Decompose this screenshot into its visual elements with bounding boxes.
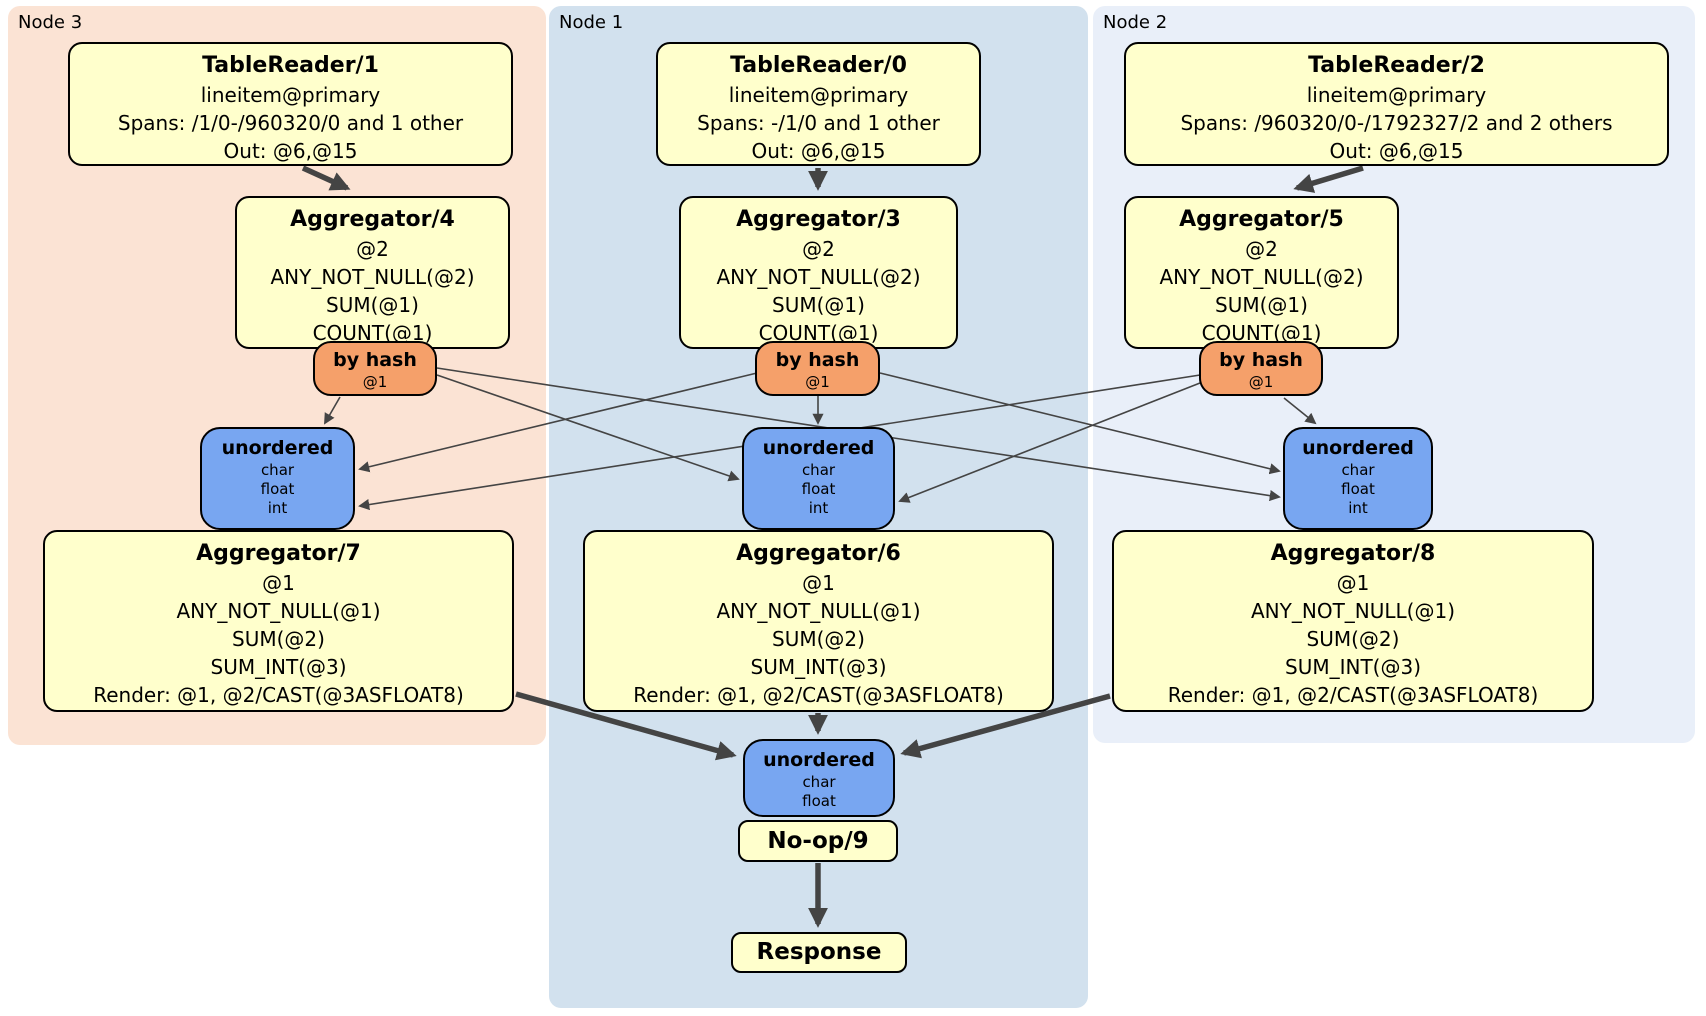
unordered-sync-node3: unordered char float int [200, 427, 355, 530]
sync-line: char [260, 461, 295, 479]
box-line: Out: @6,@15 [223, 139, 358, 163]
sync-line: char [802, 773, 836, 791]
box-line: SUM(@1) [326, 293, 419, 317]
box-line: SUM(@2) [232, 627, 325, 651]
edge-r3-s1 [436, 374, 740, 482]
sync-line: int [808, 499, 829, 517]
router-title: by hash [333, 349, 417, 371]
box-line: Render: @1, @2/CAST(@3ASFLOAT8) [633, 683, 1004, 707]
sync-title: unordered [763, 749, 875, 771]
sync-line: char [801, 461, 836, 479]
box-line: @2 [1245, 237, 1278, 261]
sync-line: float [801, 480, 836, 498]
hash-router-node3: by hash @1 [313, 341, 437, 396]
box-title: Aggregator/6 [736, 541, 901, 566]
aggregator-6-node: Aggregator/6 @1 ANY_NOT_NULL(@1) SUM(@2)… [583, 530, 1054, 712]
box-line: SUM_INT(@3) [210, 655, 347, 679]
box-line: Spans: /960320/0-/1792327/2 and 2 others [1180, 111, 1613, 135]
box-line: @2 [802, 237, 835, 261]
box-line: ANY_NOT_NULL(@2) [1159, 265, 1364, 289]
sync-line: float [260, 480, 295, 498]
sync-title: unordered [1302, 437, 1414, 459]
edge-r1-s2 [879, 372, 1281, 475]
box-line: Out: @6,@15 [1329, 139, 1464, 163]
edge-agg8-sync [900, 693, 1111, 759]
noop-node: No-op/9 [738, 820, 898, 862]
sync-title: unordered [762, 437, 875, 459]
edge-tr2-agg5 [1293, 165, 1364, 193]
router-line: @1 [805, 373, 830, 391]
node1-panel-label: Node 1 [559, 12, 624, 33]
box-title: TableReader/2 [1308, 53, 1485, 78]
box-line: ANY_NOT_NULL(@2) [270, 265, 475, 289]
aggregator-4-node: Aggregator/4 @2 ANY_NOT_NULL(@2) SUM(@1)… [235, 196, 510, 349]
sync-line: float [802, 792, 836, 810]
box-line: SUM(@2) [1306, 627, 1400, 651]
sync-title: unordered [221, 437, 334, 459]
router-line: @1 [1248, 373, 1274, 391]
hash-router-node2: by hash @1 [1199, 341, 1323, 396]
box-line: lineitem@primary [200, 83, 381, 107]
box-line: ANY_NOT_NULL(@1) [176, 599, 381, 623]
box-line: Out: @6,@15 [751, 139, 886, 163]
node2-panel-label: Node 2 [1103, 12, 1168, 33]
aggregator-5-node: Aggregator/5 @2 ANY_NOT_NULL(@2) SUM(@1)… [1124, 196, 1399, 349]
box-title: Aggregator/3 [736, 207, 901, 232]
router-line: @1 [362, 373, 388, 391]
sync-line: char [1341, 461, 1375, 479]
edge-r2-s2 [1283, 397, 1317, 425]
box-line: @2 [356, 237, 389, 261]
box-line: lineitem@primary [728, 83, 909, 107]
box-line: SUM(@2) [772, 627, 865, 651]
box-title: Aggregator/7 [196, 541, 361, 566]
box-line: Spans: -/1/0 and 1 other [697, 111, 940, 135]
box-title: Aggregator/5 [1179, 207, 1344, 232]
edge-r2-s1 [898, 382, 1201, 503]
unordered-sync-node2: unordered char float int [1283, 427, 1433, 530]
sync-line: int [267, 499, 288, 517]
edge-r1-s3 [358, 372, 758, 473]
box-line: @1 [262, 571, 295, 595]
box-line: ANY_NOT_NULL(@1) [1251, 599, 1455, 623]
tablereader-2-node: TableReader/2 lineitem@primary Spans: /9… [1124, 42, 1669, 166]
box-line: SUM_INT(@3) [750, 655, 887, 679]
box-line: SUM(@1) [1215, 293, 1308, 317]
box-line: @1 [802, 571, 835, 595]
node3-panel-label: Node 3 [18, 12, 83, 33]
tablereader-1-node: TableReader/1 lineitem@primary Spans: /1… [68, 42, 513, 166]
box-line: Spans: /1/0-/960320/0 and 1 other [117, 111, 464, 135]
router-title: by hash [775, 349, 860, 371]
box-line: SUM_INT(@3) [1285, 655, 1421, 679]
box-line: @1 [1336, 571, 1370, 595]
box-title: Aggregator/4 [290, 207, 455, 232]
tablereader-0-node: TableReader/0 lineitem@primary Spans: -/… [656, 42, 981, 166]
aggregator-7-node: Aggregator/7 @1 ANY_NOT_NULL(@1) SUM(@2)… [43, 530, 514, 712]
sync-line: float [1341, 480, 1375, 498]
box-title: TableReader/1 [202, 53, 379, 78]
box-line: Render: @1, @2/CAST(@3ASFLOAT8) [93, 683, 464, 707]
edge-tr1-agg4 [301, 165, 351, 191]
router-title: by hash [1219, 349, 1303, 371]
box-line: ANY_NOT_NULL(@2) [716, 265, 921, 289]
sync-line: int [1348, 499, 1368, 517]
box-line: Render: @1, @2/CAST(@3ASFLOAT8) [1167, 683, 1539, 707]
box-line: ANY_NOT_NULL(@1) [716, 599, 921, 623]
box-title: No-op/9 [767, 828, 869, 854]
aggregator-8-node: Aggregator/8 @1 ANY_NOT_NULL(@1) SUM(@2)… [1112, 530, 1594, 712]
box-line: lineitem@primary [1306, 83, 1487, 107]
response-node: Response [731, 932, 907, 973]
box-title: TableReader/0 [730, 53, 907, 78]
edge-r3-s3 [324, 396, 341, 425]
box-title: Aggregator/8 [1270, 541, 1436, 566]
box-title: Response [756, 939, 882, 965]
unordered-sync-final: unordered char float [743, 739, 895, 817]
unordered-sync-node1: unordered char float int [742, 427, 895, 530]
hash-router-node1: by hash @1 [755, 341, 880, 396]
aggregator-3-node: Aggregator/3 @2 ANY_NOT_NULL(@2) SUM(@1)… [679, 196, 958, 349]
edge-agg7-sync [515, 691, 737, 761]
box-line: SUM(@1) [772, 293, 865, 317]
